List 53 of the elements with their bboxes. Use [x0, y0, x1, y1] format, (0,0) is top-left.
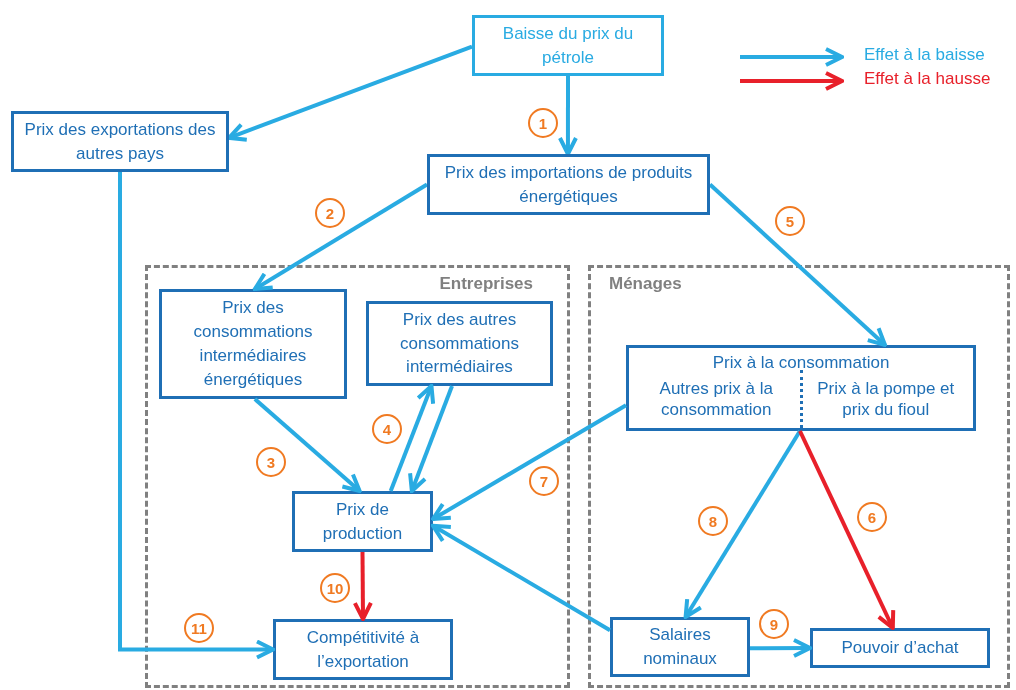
- edge-label: 4: [372, 414, 402, 444]
- edge-label: 7: [529, 466, 559, 496]
- arrow: [431, 403, 627, 522]
- legend-text: Effet à la hausse: [864, 69, 991, 89]
- box-text: Prix des exportations des autres pays: [23, 118, 217, 165]
- process-box: [366, 301, 553, 386]
- box-text: Pouvoir d’achat: [841, 637, 959, 660]
- process-box: [292, 491, 433, 552]
- arrow: [708, 183, 887, 347]
- edge-label: 5: [775, 206, 805, 236]
- edge-label: 8: [698, 506, 728, 536]
- process-box: [626, 345, 976, 431]
- group-title: Ménages: [609, 274, 682, 294]
- box-text: Salaires nominaux: [642, 624, 718, 670]
- arrow: [683, 429, 802, 619]
- arrow: [253, 397, 362, 493]
- group-title: Entreprises: [439, 274, 533, 294]
- arrow: [227, 44, 473, 142]
- arrow: [408, 385, 454, 493]
- process-box: [810, 628, 990, 668]
- dashed-group-frame: [145, 265, 570, 688]
- process-box: [11, 111, 229, 172]
- arrow: [798, 430, 896, 630]
- box-text: Prix des consommations intermédiaires énergétiques: [192, 297, 314, 391]
- edge-label: 10: [320, 573, 350, 603]
- edge-label: 6: [857, 502, 887, 532]
- box-text: Compétitivité à l’exportation: [305, 626, 421, 673]
- arrow: [388, 384, 436, 492]
- arrow: [750, 638, 812, 659]
- box-text: Baisse du prix du pétrole: [501, 22, 635, 69]
- legend-text: Effet à la baisse: [864, 45, 985, 65]
- arrow: [118, 172, 275, 660]
- edge-label: 2: [315, 198, 345, 228]
- box-text: Prix des autres consommations intermédiaires: [398, 308, 521, 379]
- arrow: [352, 552, 373, 621]
- process-box: [159, 289, 347, 399]
- edge-label: 3: [256, 447, 286, 477]
- arrow: [557, 76, 578, 156]
- edge-label: 11: [184, 613, 214, 643]
- box-text: Prix à la pompe et prix du fioul: [816, 377, 956, 422]
- edge-label: 1: [528, 108, 558, 138]
- box-text: Autres prix à la consommation: [658, 377, 774, 422]
- process-box: [472, 15, 664, 76]
- process-box: [427, 154, 710, 215]
- dashed-group-frame: [588, 265, 1010, 688]
- box-text: Prix de production: [321, 498, 404, 545]
- arrow: [431, 523, 611, 632]
- box-text: Prix des importations de produits énergétiques: [443, 161, 694, 208]
- process-box: [273, 619, 453, 680]
- process-box: [610, 617, 750, 677]
- arrow: [252, 182, 429, 291]
- box-heading: Prix à la consommation: [712, 352, 890, 374]
- edge-label: 9: [759, 609, 789, 639]
